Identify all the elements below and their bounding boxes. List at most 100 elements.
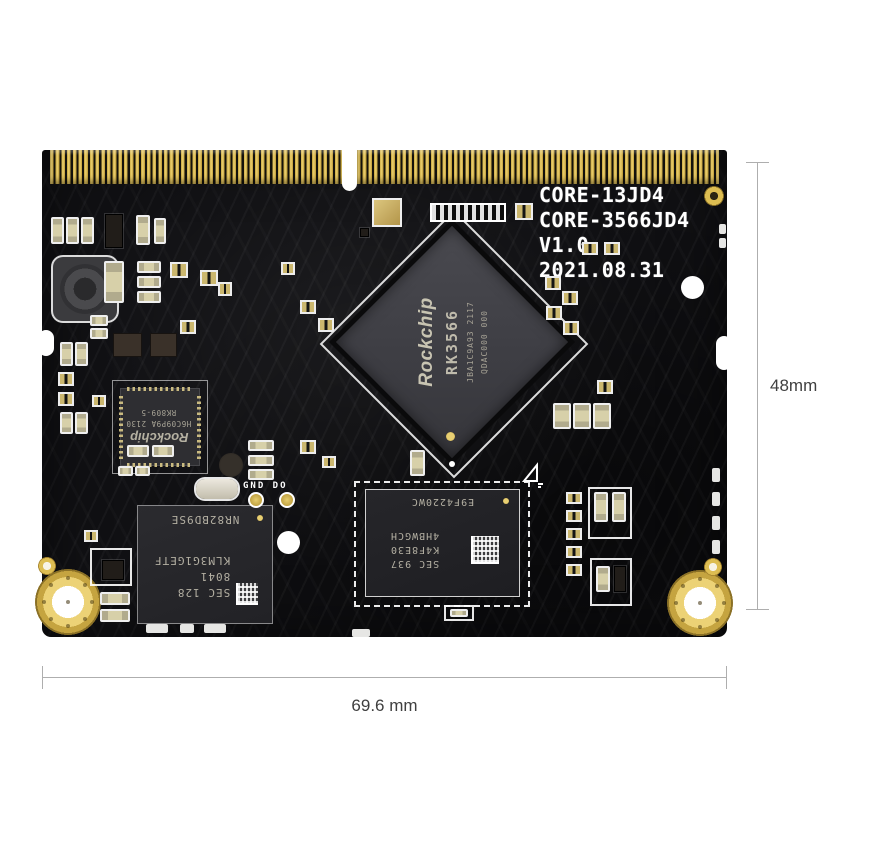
passive-component: [127, 445, 149, 457]
passive-component: [100, 592, 130, 605]
board-model-text: CORE-13JD4 CORE-3566JD4 V1.0 2021.08.31: [539, 183, 727, 283]
passive-component: [566, 492, 582, 504]
passive-component: [582, 242, 598, 255]
ddr-marking-line2: K4F8E30: [390, 544, 440, 555]
passive-component: [58, 372, 74, 386]
passive-component: [248, 469, 274, 480]
ddr-pin1-dot: [503, 498, 509, 504]
passive-component: [596, 566, 610, 592]
pmic-silkscreen-outline: [112, 380, 208, 474]
passive-component: [597, 380, 613, 394]
passive-component: [136, 215, 150, 245]
passive-component: [712, 540, 720, 554]
emmc-marking-line1: KLM3G1GETF: [154, 554, 231, 567]
emmc-marking-top: NR82BD9SE: [170, 513, 240, 526]
gold-edge-fingers-right: [357, 150, 719, 184]
passive-component: [113, 333, 142, 357]
testpoint-do: [279, 492, 295, 508]
passive-component: [450, 609, 468, 617]
passive-component: [104, 261, 124, 303]
passive-component: [430, 203, 506, 222]
height-dimension-line: [757, 162, 758, 610]
passive-component: [281, 262, 295, 275]
ddr-dashed-outline: [354, 481, 530, 607]
pmic-marking-line2: H6C09P9A 2130: [126, 418, 192, 428]
passive-component: [573, 403, 591, 429]
passive-component: [318, 318, 334, 332]
passive-component: [614, 566, 626, 592]
passive-component: [566, 510, 582, 522]
passive-component: [712, 468, 720, 482]
passive-component: [75, 342, 88, 366]
gold-via-left: [38, 557, 56, 575]
passive-component: [545, 276, 561, 290]
soc-brand-logo: Rockchip: [415, 297, 437, 387]
model-line-1: CORE-13JD4: [539, 183, 665, 207]
passive-component: [248, 440, 274, 451]
passive-component: [90, 548, 132, 586]
passive-component: [360, 228, 369, 237]
passive-component: [588, 487, 632, 539]
passive-component: [51, 217, 64, 244]
passive-component: [604, 242, 620, 255]
passive-component: [563, 321, 579, 335]
passive-component: [137, 291, 161, 303]
pmic-pins-right: [197, 395, 201, 459]
passive-component: [100, 609, 130, 622]
ddr-marking-block: 4HBWGCH K4F8E30 SEC 937: [390, 528, 439, 570]
board-hole-center-left: [277, 531, 300, 554]
crystal-oscillator: [196, 479, 238, 499]
passive-component: [410, 450, 425, 476]
passive-component: [66, 217, 79, 244]
passive-component: [170, 262, 188, 278]
emmc-datamatrix-code: [236, 583, 258, 605]
passive-component: [105, 214, 123, 248]
ddr-marking-line1: 4HBWGCH: [390, 530, 440, 541]
width-dimension-label: 69.6 mm: [351, 696, 418, 715]
height-dimension-tick-top: [746, 162, 769, 163]
emmc-marking-line3: SEC 128: [176, 586, 231, 599]
passive-component: [137, 276, 161, 288]
testpoint-gnd: [248, 492, 264, 508]
soc-part-number: RK3566: [442, 308, 461, 376]
pmic-marking-line1: RK809-5: [141, 407, 177, 417]
passive-component: [553, 403, 571, 429]
passive-component: [135, 466, 150, 476]
passive-component: [150, 333, 177, 357]
passive-component: [590, 558, 632, 606]
soc-pin1-dot: [446, 432, 455, 441]
pmic-brand-logo: Rockchip: [129, 429, 189, 445]
passive-component: [612, 492, 626, 522]
passive-component: [546, 306, 562, 320]
passive-component: [372, 198, 402, 227]
passive-component: [562, 291, 578, 305]
passive-component: [593, 403, 611, 429]
passive-component: [146, 624, 168, 633]
passive-component: [322, 456, 336, 468]
version-line: V1.0 2021.08.31: [539, 233, 665, 282]
silkscreen-flag-marker: [522, 462, 543, 488]
passive-component: [137, 261, 161, 273]
passive-component: [152, 445, 174, 457]
passive-component: [300, 440, 316, 454]
passive-component: [352, 629, 370, 637]
passive-component: [58, 392, 74, 406]
emmc-marking-line2: 8041: [199, 570, 231, 583]
passive-component: [154, 218, 166, 244]
left-edge-slot: [38, 330, 54, 356]
soc-markings: Rockchip RK3566 JBA1C9A93 2117 QDAC000 0…: [377, 267, 527, 417]
passive-component: [566, 528, 582, 540]
passive-component: [90, 315, 108, 326]
emmc-pin1-dot: [257, 515, 263, 521]
power-inductor: 2R2: [53, 257, 117, 321]
soc-marking-line3: QDAC000 000: [479, 310, 489, 374]
mounting-hole-right: [667, 570, 733, 636]
silkscreen-dot: [449, 461, 455, 467]
passive-component: [60, 342, 73, 366]
passive-component: [60, 412, 73, 434]
passive-component: [719, 224, 726, 234]
passive-component: [180, 320, 196, 334]
connector-key-notch: [342, 147, 357, 191]
passive-component: [712, 516, 720, 530]
